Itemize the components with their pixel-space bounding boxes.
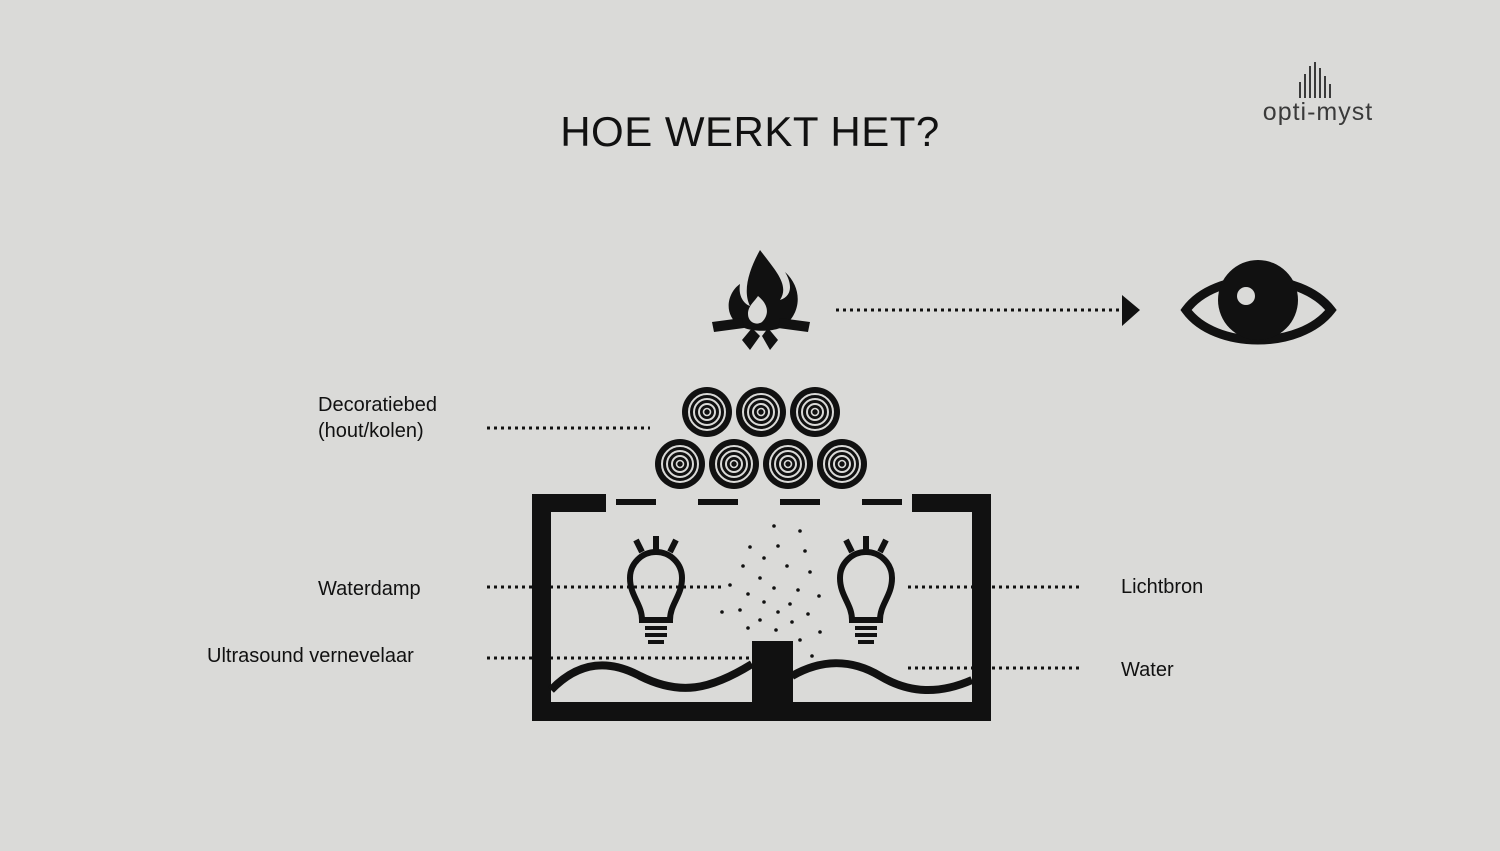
bulb-icon [840,536,892,644]
arrow-icon [836,295,1140,326]
label-decoratiebed: Decoratiebed (hout/kolen) [318,392,437,444]
brand-logo: opti-myst [1228,60,1408,130]
log-icon [681,386,733,438]
label-water: Water [1121,659,1174,681]
log-icon [762,438,814,490]
mist-particles [720,524,822,658]
log-icon [654,438,706,490]
eye-icon [1180,260,1337,345]
label-decoratiebed-line2: (hout/kolen) [318,420,424,442]
label-decoratiebed-line1: Decoratiebed [318,394,437,416]
logo-bars-icon [1299,62,1331,98]
flame-icon [712,250,810,350]
leader-lines [487,426,1082,670]
page-title: HOE WERKT HET? [560,108,940,155]
logo-text: opti-myst [1262,98,1374,126]
fireplace-container [532,494,991,721]
log-icon [789,386,841,438]
log-icon [708,438,760,490]
log-pile [654,386,868,490]
bulb-icon [630,536,682,644]
label-waterdamp: Waterdamp [318,578,421,600]
log-icon [816,438,868,490]
label-ultrasound: Ultrasound vernevelaar [207,645,414,667]
log-icon [735,386,787,438]
label-lichtbron: Lichtbron [1121,576,1204,598]
